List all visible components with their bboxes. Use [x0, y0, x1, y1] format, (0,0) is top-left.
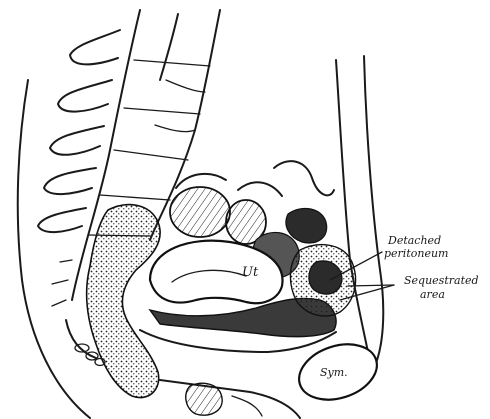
sequestrated-area	[290, 245, 355, 316]
sequestrated-area-label-line1: Sequestrated	[404, 274, 479, 287]
anterior-abdominal-wall	[336, 56, 383, 372]
detached-peritoneum-label-line2: peritoneum	[384, 247, 448, 260]
sequestrated-area-label-line2: area	[420, 288, 445, 301]
symphysis-label: Sym.	[320, 366, 348, 379]
rectum	[87, 205, 161, 398]
uterus-label: Ut	[242, 265, 259, 280]
spinous-processes	[38, 30, 120, 232]
perineum	[160, 380, 300, 418]
posterior-body-outline	[18, 80, 90, 418]
detached-peritoneum-label-line1: Detached	[387, 234, 441, 247]
